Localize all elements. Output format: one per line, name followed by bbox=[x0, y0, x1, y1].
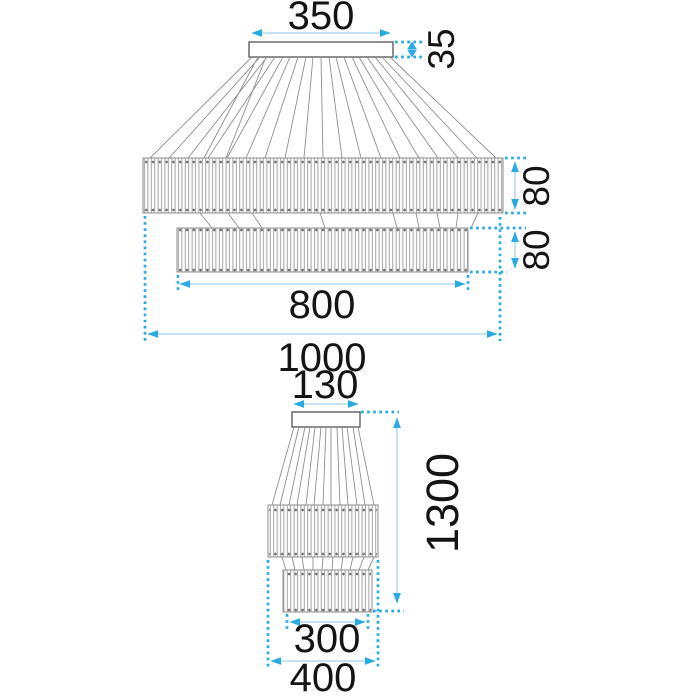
dim-tier2-height-80: 80 bbox=[470, 226, 557, 274]
dim-label-130: 130 bbox=[292, 363, 359, 407]
dim-label-350: 350 bbox=[288, 0, 355, 38]
dim-total-width-1000: 1000 bbox=[147, 330, 498, 380]
dim-tier1-width-400: 400 bbox=[270, 656, 376, 700]
small-tier1-band bbox=[267, 504, 379, 558]
dim-label-400: 400 bbox=[290, 656, 357, 700]
dim-label-1300: 1300 bbox=[417, 453, 468, 553]
dim-canopy-width-350: 350 bbox=[251, 0, 391, 38]
large-canopy bbox=[248, 41, 394, 58]
dim-label-300: 300 bbox=[294, 617, 361, 661]
dim-label-35: 35 bbox=[421, 28, 462, 69]
small-suspension-strings bbox=[271, 426, 375, 506]
large-suspension-strings bbox=[149, 56, 497, 159]
dim-label-800: 800 bbox=[289, 283, 356, 327]
small-view: 130 1300 bbox=[266, 363, 468, 700]
small-tier2-band bbox=[282, 569, 373, 613]
large-view: 350 35 80 80 bbox=[142, 0, 557, 380]
dim-tier2-width-800: 800 bbox=[179, 280, 466, 327]
large-tier2-band bbox=[176, 227, 469, 273]
small-tier-connectors bbox=[281, 556, 375, 571]
dim-total-height-1300: 1300 bbox=[361, 410, 468, 613]
small-canopy bbox=[291, 411, 361, 428]
dim-label-80-tier1: 80 bbox=[516, 165, 557, 206]
large-tier-connectors bbox=[199, 212, 479, 229]
dim-tier1-height-80: 80 bbox=[505, 156, 557, 215]
dim-tier2-width-300: 300 bbox=[289, 617, 366, 661]
dim-label-80-tier2: 80 bbox=[516, 229, 557, 270]
dim-canopy-height-35: 35 bbox=[395, 28, 462, 70]
large-tier1-band bbox=[142, 157, 504, 214]
dim-label-1000: 1000 bbox=[278, 336, 367, 380]
dim-canopy-width-130: 130 bbox=[292, 363, 359, 408]
